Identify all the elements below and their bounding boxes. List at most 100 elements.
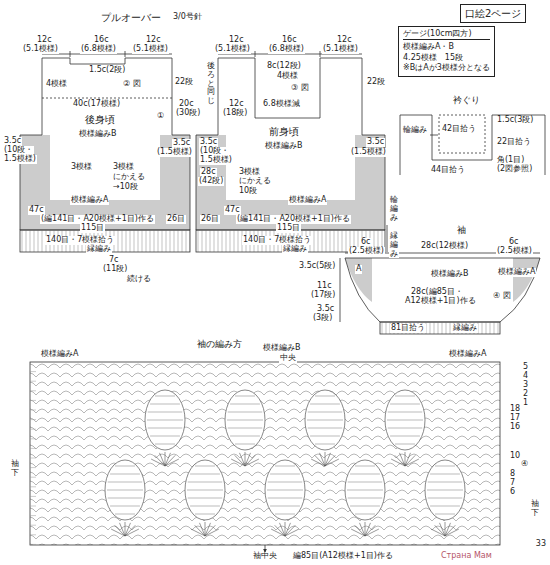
- dimension-label: 1.5模様): [199, 156, 233, 165]
- dimension-label: 10段: [238, 187, 258, 196]
- dimension-label: 中央: [279, 354, 297, 363]
- dimension-label: 4: [522, 372, 529, 381]
- stitch-mark: [365, 529, 379, 536]
- stitch-mark: [30, 458, 36, 459]
- stitch-mark: [30, 390, 36, 391]
- dimension-label: 17: [509, 414, 521, 423]
- stitch-mark: [310, 436, 340, 437]
- dimension-label: 4模様: [276, 72, 299, 81]
- stitch-mark: [405, 453, 410, 466]
- stitch-mark: [310, 404, 340, 405]
- dimension-label: 12c: [228, 100, 245, 109]
- stitch-mark: [365, 525, 375, 536]
- dimension-label: 模様編みB: [430, 270, 470, 279]
- stitch-mark: [105, 460, 145, 520]
- stitch-mark: [165, 459, 179, 466]
- dimension-label: 20c: [178, 100, 195, 109]
- stitch-mark: [325, 459, 339, 466]
- stitch-mark: [348, 482, 383, 483]
- watermark: Страна Мам: [440, 552, 493, 561]
- stitch-mark: [347, 490, 383, 491]
- stitch-mark: [355, 514, 375, 515]
- stitch-mark: [285, 523, 290, 536]
- stitch-mark: [195, 466, 215, 467]
- stitch-mark: [205, 529, 219, 536]
- stitch-mark: [425, 460, 465, 520]
- dimension-label: 26目: [166, 215, 186, 224]
- stitch-mark: [195, 525, 205, 536]
- dimension-label: 7c: [108, 256, 120, 265]
- stitch-mark: [190, 474, 220, 475]
- stitch-mark: [151, 459, 165, 466]
- dimension-label: 12c: [336, 36, 353, 45]
- dimension-label: 28c: [200, 168, 217, 177]
- stitch-mark: [275, 466, 295, 467]
- stitch-mark: [395, 444, 415, 445]
- stitch-mark: [308, 412, 343, 413]
- stitch-mark: [445, 523, 450, 536]
- stitch-mark: [205, 523, 210, 536]
- stitch-mark: [148, 412, 183, 413]
- stitch-mark: [125, 522, 126, 536]
- dimension-label: 28c(編85目・: [410, 288, 464, 297]
- stitch-mark: [231, 459, 245, 466]
- dimension-label: 16: [509, 423, 521, 432]
- stitch-mark: [30, 381, 36, 382]
- dimension-label: ④ 図: [492, 292, 512, 301]
- dimension-label: 22段: [366, 78, 386, 87]
- dimension-label: 12c: [228, 36, 245, 45]
- stitch-mark: [280, 523, 285, 536]
- stitch-mark: [30, 429, 36, 430]
- dimension-label: (1.5模様): [350, 148, 387, 157]
- dimension-label: ③ 図: [290, 84, 310, 93]
- dimension-label: 模様編みA: [288, 196, 327, 205]
- dimension-label: 1: [522, 399, 529, 408]
- stitch-mark: [125, 523, 130, 536]
- stitch-mark: [431, 529, 445, 536]
- stitch-mark: [315, 444, 335, 445]
- stitch-mark: [268, 482, 303, 483]
- dimension-label: 8: [509, 470, 516, 479]
- stitch-mark: [428, 498, 463, 499]
- dimension-label: (10段・: [3, 146, 34, 155]
- stitch-mark: [285, 525, 295, 536]
- stitch-mark: [428, 482, 463, 483]
- stitch-mark: [405, 452, 406, 466]
- stitch-mark: [348, 498, 383, 499]
- stitch-mark: [285, 522, 286, 536]
- stitch-mark: [405, 459, 419, 466]
- dimension-label: 1.5模様): [3, 155, 37, 164]
- stitch-mark: [285, 529, 299, 536]
- stitch-mark: [445, 522, 446, 536]
- stitch-mark: [440, 523, 445, 536]
- dimension-label: 44目拾う: [430, 166, 466, 175]
- dimension-label: 3.5c: [199, 138, 218, 147]
- dimension-label: 28c(12模様): [420, 242, 469, 251]
- dimension-label: (18段): [222, 109, 248, 118]
- dimension-label: 3.5c: [172, 139, 191, 148]
- box-heading: 口絵2ページ: [465, 7, 521, 20]
- callout-number: ④: [520, 460, 529, 469]
- stitch-mark: [325, 455, 335, 466]
- stitch-mark: [205, 525, 215, 536]
- dimension-label: 16c: [93, 36, 110, 45]
- stitch-mark: [445, 525, 455, 536]
- stitch-mark: [430, 474, 460, 475]
- dimension-label: 縁編み: [452, 324, 478, 333]
- stitch-mark: [365, 522, 366, 536]
- dimension-label: 3模様: [70, 163, 93, 172]
- stitch-mark: [228, 428, 263, 429]
- stitch-mark: [30, 534, 36, 535]
- stitch-mark: [271, 529, 285, 536]
- dimension-label: 3.5c: [3, 137, 22, 146]
- stitch-mark: [235, 396, 255, 397]
- stitch-mark: [427, 490, 463, 491]
- stitch-mark: [30, 496, 36, 497]
- dimension-label: 縁編み: [282, 245, 308, 254]
- dimension-label: 3模様: [112, 163, 135, 172]
- stitch-mark: [30, 486, 36, 487]
- stitch-mark: [315, 455, 325, 466]
- stitch-mark: [191, 529, 205, 536]
- dimension-label: 8c(12段): [266, 62, 302, 71]
- dimension-label: 115目: [80, 224, 105, 233]
